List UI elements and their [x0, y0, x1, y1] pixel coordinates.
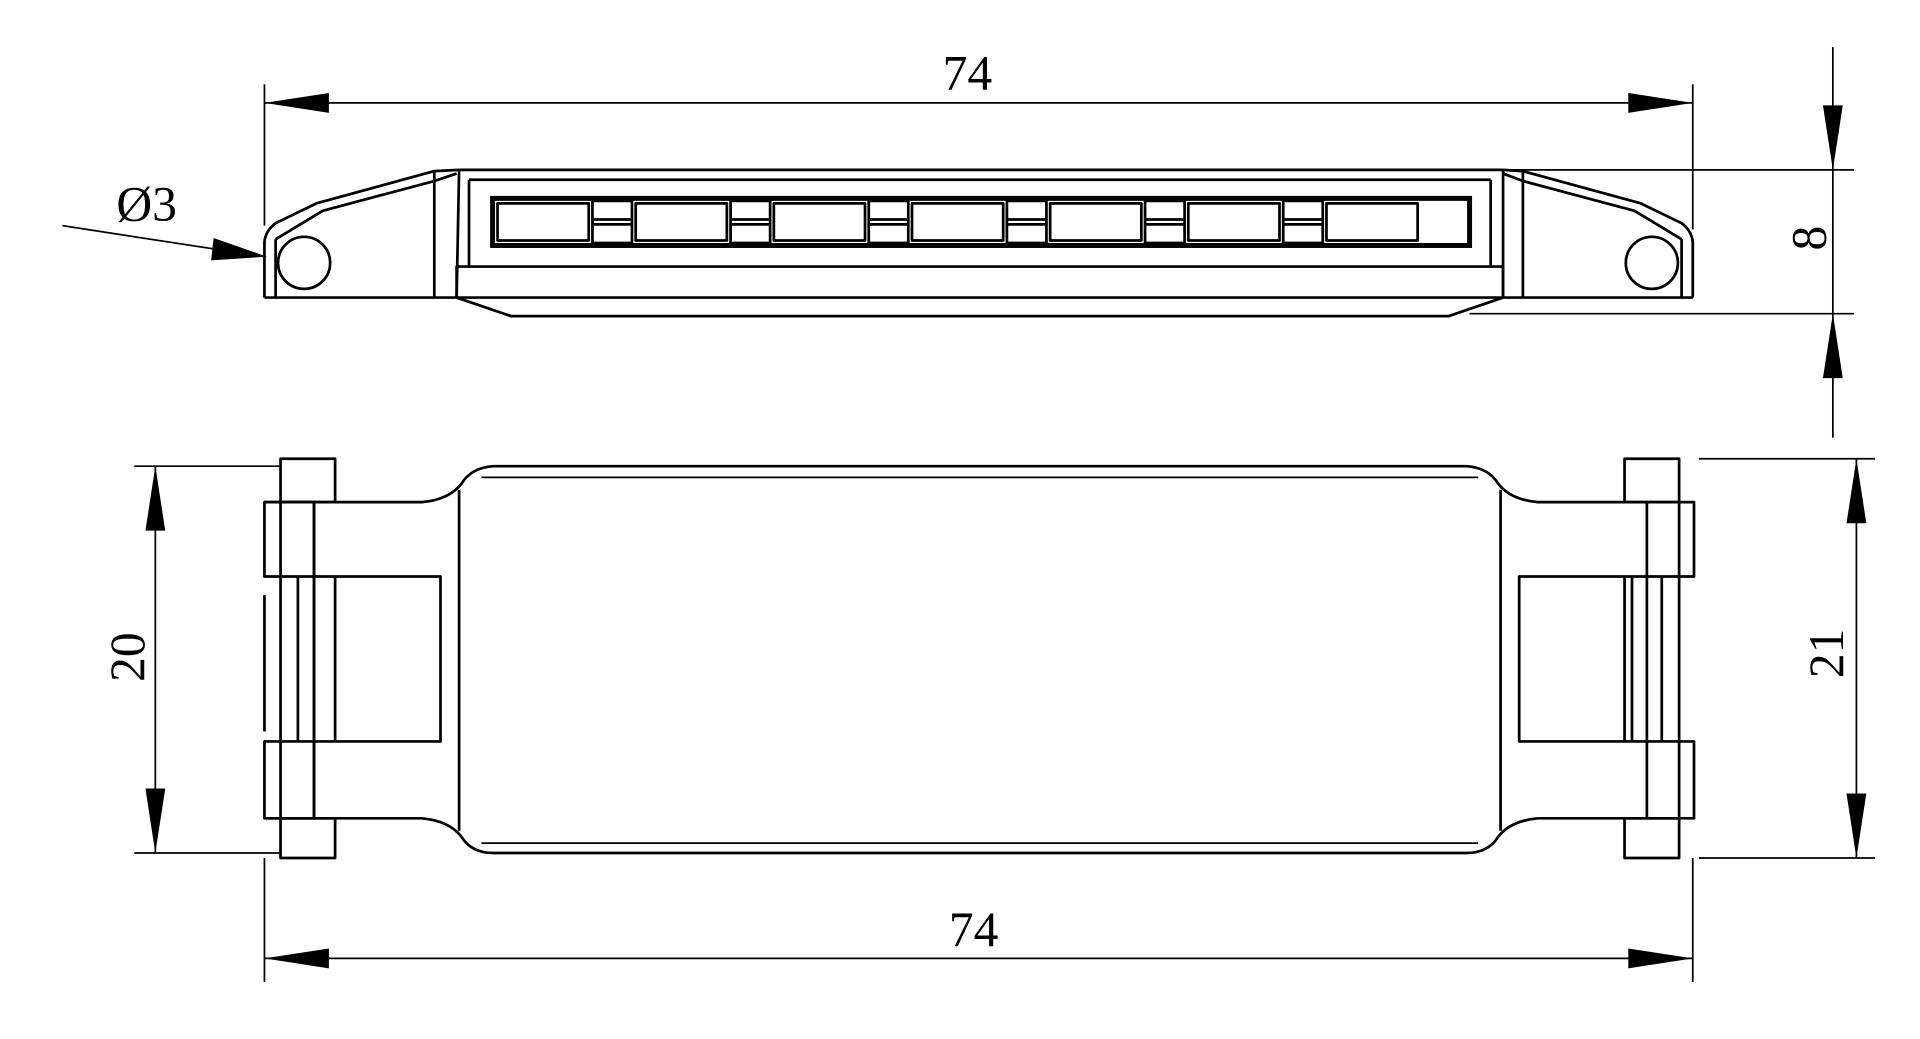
dimension-height: 8 [1469, 47, 1854, 438]
window-separator [1005, 199, 1048, 245]
right-wing-outline [1502, 168, 1695, 298]
window-separator [1143, 199, 1186, 245]
left-mounting-hole [276, 235, 332, 291]
bottom-length-label: 74 [949, 902, 999, 957]
window-cell [496, 201, 591, 242]
window-cell [634, 201, 729, 242]
window-cells [496, 199, 1420, 245]
dimension-hole-diameter: Ø3 [62, 177, 267, 261]
top-length-label: 74 [943, 45, 993, 100]
window-cell [772, 201, 867, 242]
plan-outline-bottom [264, 816, 1647, 855]
window-separator [1281, 199, 1325, 245]
window-separator [867, 199, 910, 245]
window-cell [1048, 201, 1143, 242]
plan-view [263, 457, 1696, 860]
led-window [490, 195, 1473, 248]
hole-diameter-label: Ø3 [116, 177, 177, 232]
window-separator [591, 199, 634, 245]
dimension-width-right: 21 [1698, 457, 1876, 859]
right-mounting-hole [1624, 235, 1680, 291]
window-cell [1325, 201, 1420, 242]
side-view [263, 168, 1695, 318]
window-separator [729, 199, 772, 245]
window-cell [910, 201, 1005, 242]
dimension-bottom-length: 74 [263, 857, 1694, 982]
window-cell [1186, 201, 1281, 242]
left-wing-outline [263, 168, 460, 298]
dimension-width-left: 20 [100, 465, 281, 854]
width-right-label: 21 [1799, 629, 1854, 679]
plan-outline-top [264, 464, 1647, 504]
dimension-top-length: 74 [263, 45, 1694, 230]
height-label: 8 [1781, 226, 1836, 251]
width-left-label: 20 [100, 632, 155, 682]
